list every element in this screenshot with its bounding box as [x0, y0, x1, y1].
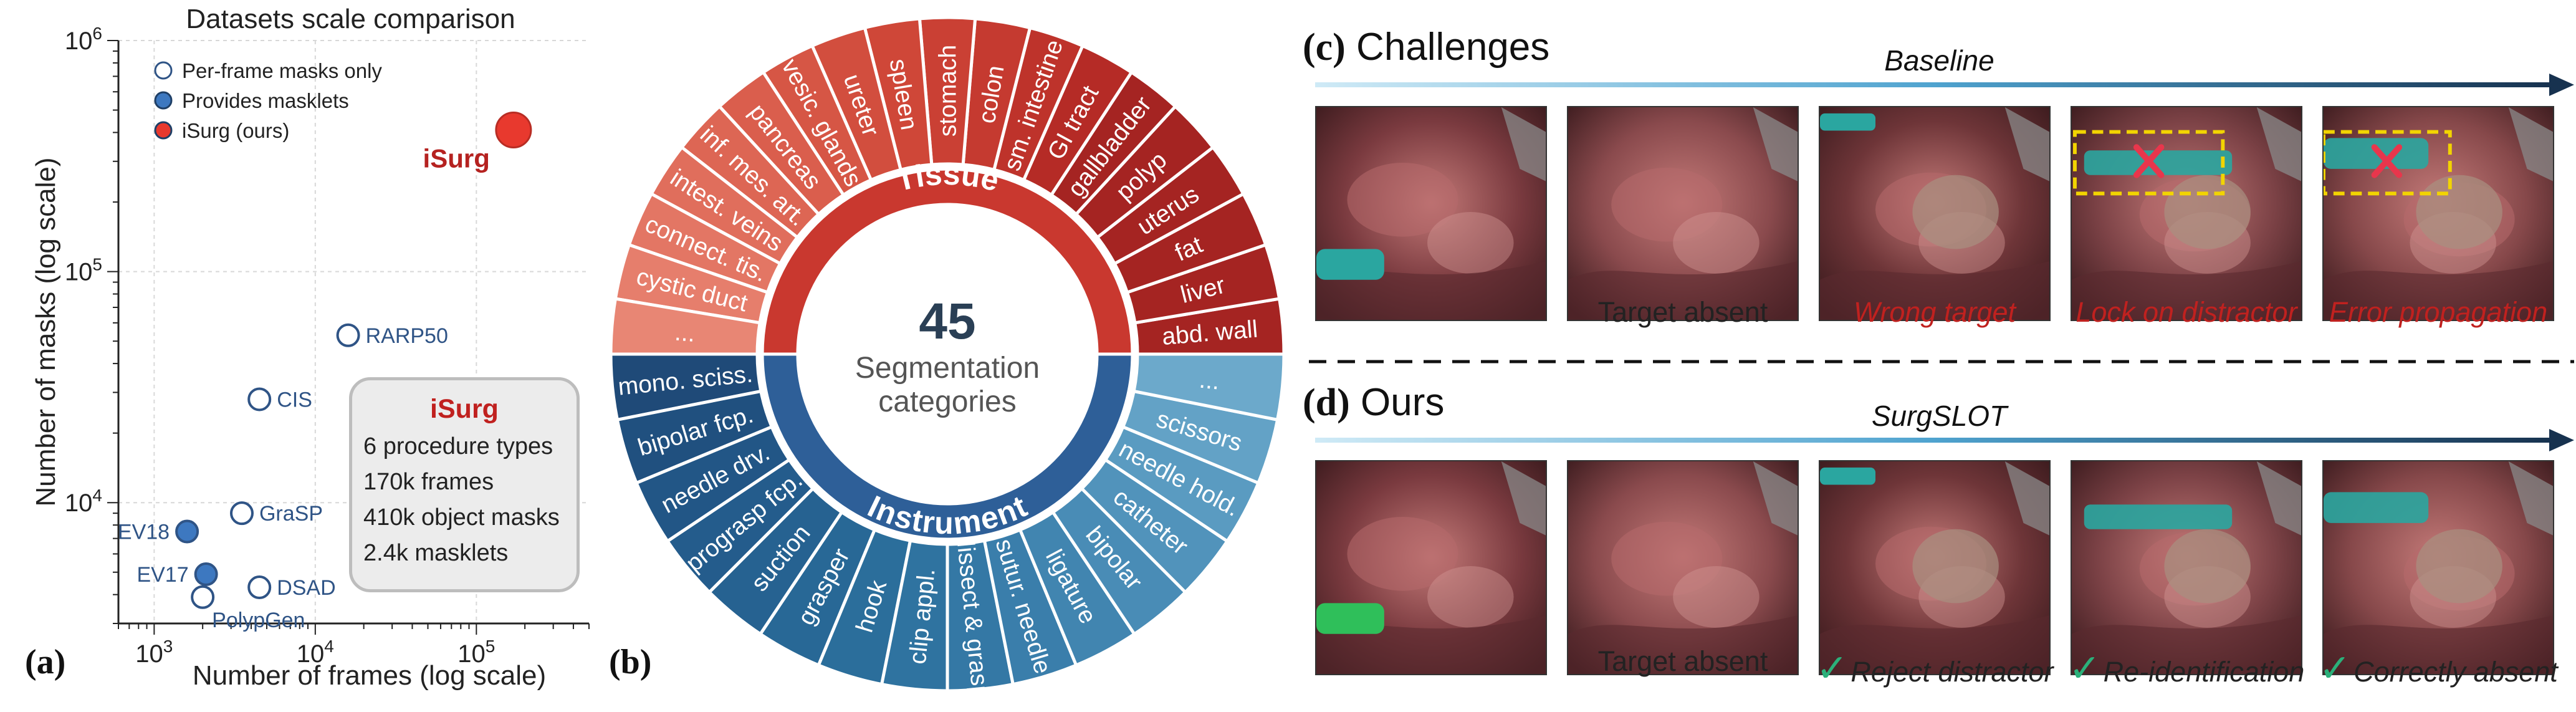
panel-c-title: (c) Challenges: [1303, 25, 1549, 70]
frame-caption-4: ✓Re-identification: [2052, 645, 2321, 691]
caption-text: Re-identification: [2103, 656, 2305, 688]
y-tick-label: 104: [65, 486, 102, 517]
panel-c-tag: (c): [1303, 26, 1346, 69]
check-icon: ✓: [1816, 647, 1849, 690]
x-tick-label: 104: [297, 637, 334, 668]
panel-c-title-text: Challenges: [1356, 26, 1550, 69]
data-point: [247, 387, 272, 411]
x-tick-label: 105: [457, 637, 495, 668]
caption-text: Target absent: [1597, 645, 1768, 677]
surgical-frame-4: [2071, 106, 2302, 321]
panel-b-tag: (b): [609, 643, 652, 681]
baseline-frames: [1315, 106, 2576, 330]
check-icon: ✓: [2068, 647, 2101, 690]
instrument-segment: [1132, 352, 1286, 422]
surgical-frame-5: [2322, 460, 2554, 675]
legend-marker: [154, 61, 173, 80]
frame-caption-5: ✓Correctly absent: [2304, 645, 2573, 691]
segment-label: ...: [674, 319, 696, 347]
legend-marker: [154, 121, 173, 140]
inset-title: iSurg: [430, 394, 499, 424]
point-label: RARP50: [366, 324, 448, 348]
surgical-frame-5: [2322, 106, 2554, 321]
panel-c-challenges: (c) Challenges Baseline: [1303, 19, 2576, 355]
chart-title: Datasets scale comparison: [186, 4, 515, 34]
point-label: CIS: [277, 388, 312, 411]
legend-label: iSurg (ours): [182, 119, 289, 142]
point-label: iSurg: [423, 144, 490, 173]
x-tick-label: 103: [135, 637, 173, 668]
inset-line-1: 6 procedure types: [363, 433, 553, 459]
center-label-line2: categories: [878, 385, 1016, 418]
caption-text: Error propagation: [2329, 296, 2548, 328]
check-icon: ✓: [2319, 647, 2352, 690]
point-label: GraSP: [259, 502, 323, 526]
surgslot-timeline-arrow: [1315, 429, 2574, 451]
caption-text: Reject distractor: [1851, 656, 2054, 688]
frame-caption-4: Lock on distractor: [2052, 296, 2321, 329]
data-point: [247, 575, 272, 600]
frame-caption-2: Target absent: [1548, 645, 1817, 678]
panel-a-tag: (a): [25, 643, 66, 681]
frame-caption-2: Target absent: [1548, 296, 1817, 329]
surgical-frame-4: [2071, 460, 2302, 675]
segment-label: ...: [1198, 367, 1221, 395]
inset-line-2: 170k frames: [363, 469, 494, 495]
y-axis-title: Number of masks (log scale): [31, 158, 61, 507]
baseline-timeline-arrow: [1315, 74, 2574, 96]
category-sunburst: abd. wallliverfatuteruspolypgallbladderG…: [609, 16, 1286, 700]
instrument-inner-ring: [760, 352, 1134, 541]
legend-marker: [154, 91, 173, 110]
baseline-captions: Target absent Wrong target Lock on distrac…: [1315, 296, 2576, 334]
caption-text: Lock on distractor: [2076, 296, 2297, 328]
surgical-frame-2: [1567, 106, 1799, 321]
panel-separator-dashed: [1309, 360, 2574, 363]
data-point: [229, 501, 254, 526]
caption-text: Wrong target: [1853, 296, 2016, 328]
surgical-frame-3: [1819, 460, 2051, 675]
data-point: [175, 519, 199, 544]
point-label: EV17: [136, 563, 188, 587]
data-point: [336, 323, 360, 347]
y-tick-label: 105: [65, 255, 102, 286]
inset-line-3: 410k object masks: [363, 504, 560, 531]
caption-text: Correctly absent: [2353, 656, 2558, 688]
point-label: EV18: [118, 521, 170, 544]
panel-d-ours: (d) Ours SurgSLOT: [1303, 380, 2576, 709]
surgslot-captions: Target absent✓Reject distractor✓Re-ident…: [1315, 645, 2576, 691]
data-point: [191, 585, 215, 609]
scatter-chart: 103 104 105 104 105 106 Datasets scale compari…: [31, 4, 590, 691]
surgical-frame-3: [1819, 106, 2051, 321]
legend-label: Provides masklets: [182, 89, 349, 112]
baseline-label: Baseline: [1884, 44, 1994, 77]
panel-d-title: (d) Ours: [1303, 380, 1444, 425]
surgslot-label: SurgSLOT: [1871, 400, 2008, 432]
panel-d-title-text: Ours: [1361, 381, 1445, 424]
inset-line-4: 2.4k masklets: [363, 540, 509, 566]
legend-label: Per-frame masks only: [182, 59, 382, 82]
segment-label: stomach: [935, 45, 962, 137]
center-disc: [800, 207, 1094, 501]
frame-caption-5: Error propagation: [2304, 296, 2573, 329]
y-tick-label: 106: [65, 24, 102, 55]
frame-caption-3: Wrong target: [1800, 296, 2069, 329]
data-point: [194, 562, 218, 587]
surgslot-frames: [1315, 460, 2576, 685]
point-label: PolypGen: [212, 609, 305, 632]
panel-a-scatter: 103 104 105 104 105 106 Datasets scale compari…: [0, 0, 611, 709]
caption-text: Target absent: [1597, 296, 1768, 328]
data-point: [495, 112, 532, 149]
isurg-inset-box: iSurg 6 procedure types 170k frames 410k…: [349, 377, 580, 592]
center-count: 45: [919, 293, 975, 350]
center-label-line1: Segmentation: [855, 352, 1040, 385]
panel-d-tag: (d): [1303, 382, 1350, 424]
point-label: DSAD: [277, 576, 335, 600]
surgical-frame-1: [1315, 106, 1547, 321]
surgical-frame-2: [1567, 460, 1799, 675]
surgical-frame-1: [1315, 460, 1547, 675]
tissue-inner-ring: [760, 167, 1134, 356]
x-axis-title: Number of frames (log scale): [193, 660, 546, 691]
frame-caption-3: ✓Reject distractor: [1800, 645, 2069, 691]
